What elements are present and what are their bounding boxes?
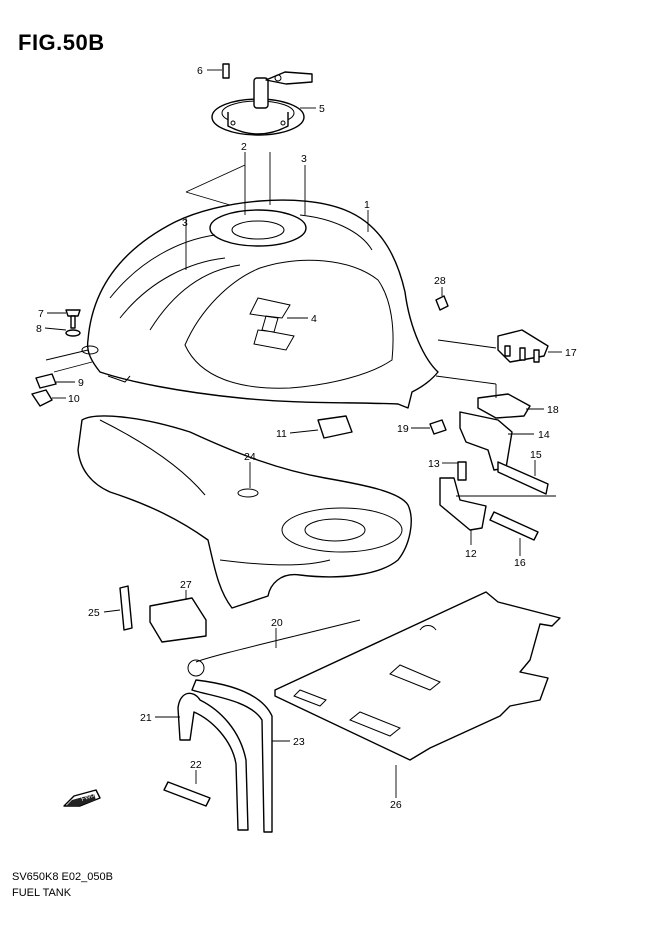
callout-14: 14: [538, 429, 550, 441]
callout-18: 18: [547, 404, 559, 416]
fuel-tank: [81, 199, 439, 409]
callout-12: 12: [465, 548, 477, 560]
callout-27: 27: [180, 579, 192, 591]
callout-28: 28: [434, 275, 446, 287]
figure-code: SV650K8 E02_050B: [12, 871, 113, 883]
callout-13: 13: [428, 458, 440, 470]
callout-2: 2: [241, 141, 247, 153]
figure-title: FIG.50B: [18, 30, 105, 55]
callout-23: 23: [293, 736, 305, 748]
callout-20: 20: [271, 617, 283, 629]
callout-26: 26: [390, 799, 402, 811]
rubber-cushions: [149, 415, 353, 643]
callout-25: 25: [88, 607, 100, 619]
callout-3-top: 3: [301, 153, 307, 165]
hoses-and-rod: [119, 585, 361, 833]
callout-numbers: 1 2 3 3 4 5 6 7 8 9 10 11 12 13 14 15 16…: [36, 65, 577, 811]
callout-7: 7: [38, 308, 44, 320]
callout-10: 10: [68, 393, 80, 405]
callout-4: 4: [311, 313, 317, 325]
callout-3-left: 3: [182, 217, 188, 229]
callout-9: 9: [78, 377, 84, 389]
callout-22: 22: [190, 759, 202, 771]
callout-21: 21: [140, 712, 152, 724]
battery-tray: [274, 591, 561, 761]
callout-24: 24: [244, 451, 256, 463]
right-mount-hardware: [429, 295, 549, 541]
callout-16: 16: [514, 557, 526, 569]
fwd-arrow-icon: FWD: [63, 789, 101, 807]
callout-8: 8: [36, 323, 42, 335]
callout-19: 19: [397, 423, 409, 435]
callout-1: 1: [364, 199, 370, 211]
left-mount-hardware: [31, 309, 81, 407]
callout-11: 11: [276, 428, 287, 440]
callout-5: 5: [319, 103, 325, 115]
fwd-label: FWD: [81, 792, 97, 803]
tank-shroud: [77, 415, 412, 609]
figure-name: FUEL TANK: [12, 887, 72, 899]
leader-lines: [44, 69, 562, 798]
callout-15: 15: [530, 449, 542, 461]
callout-6: 6: [197, 65, 203, 77]
callout-17: 17: [565, 347, 577, 359]
fuel-cap-assembly: [211, 63, 313, 136]
